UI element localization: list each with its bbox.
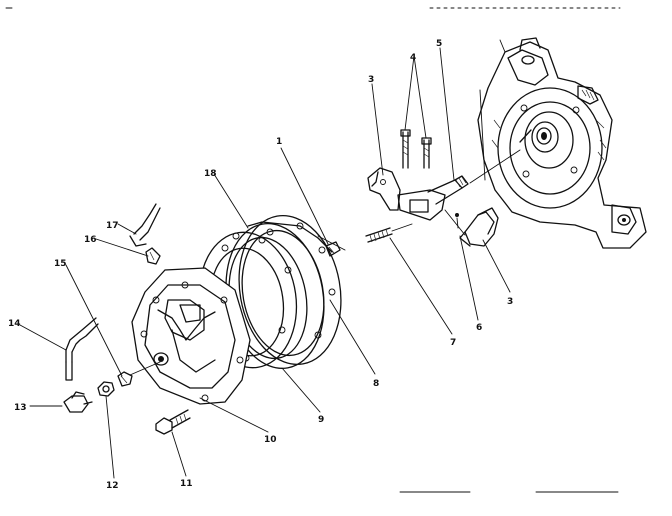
callout-12: 12 bbox=[106, 481, 119, 491]
callout-17: 17 bbox=[106, 221, 119, 231]
callout-9: 9 bbox=[318, 415, 324, 425]
callout-3-upper: 3 bbox=[368, 75, 374, 85]
callout-labels: 1 3 3 4 5 6 7 8 9 10 11 12 13 14 15 16 1… bbox=[8, 39, 513, 491]
callout-6: 6 bbox=[476, 323, 482, 333]
callout-4: 4 bbox=[410, 53, 416, 63]
gasket-rings bbox=[225, 214, 346, 370]
bracket-and-screw bbox=[455, 207, 499, 247]
callout-15: 15 bbox=[54, 259, 67, 269]
screw bbox=[117, 371, 133, 387]
callout-8: 8 bbox=[373, 379, 379, 389]
scan-marks bbox=[5, 7, 621, 493]
callout-18: 18 bbox=[204, 169, 217, 179]
elbow-tube bbox=[129, 203, 161, 247]
spring bbox=[365, 223, 413, 243]
callout-14: 14 bbox=[8, 319, 21, 329]
callout-1: 1 bbox=[276, 137, 282, 147]
nut bbox=[97, 381, 115, 397]
bolt bbox=[155, 409, 191, 435]
hose bbox=[65, 317, 99, 381]
callout-13: 13 bbox=[14, 403, 27, 413]
upper-screw bbox=[325, 241, 341, 257]
callout-7: 7 bbox=[450, 338, 456, 348]
callout-16: 16 bbox=[84, 235, 97, 245]
callout-11: 11 bbox=[180, 479, 193, 489]
callout-10: 10 bbox=[264, 435, 277, 445]
fitting bbox=[145, 247, 161, 265]
leader-lines bbox=[19, 47, 511, 479]
callout-3-lower: 3 bbox=[507, 297, 513, 307]
switch-assembly bbox=[367, 129, 521, 236]
motor-housing bbox=[477, 37, 647, 249]
callout-5: 5 bbox=[436, 39, 442, 49]
terminal-connector bbox=[63, 391, 93, 413]
end-cover bbox=[129, 267, 251, 405]
